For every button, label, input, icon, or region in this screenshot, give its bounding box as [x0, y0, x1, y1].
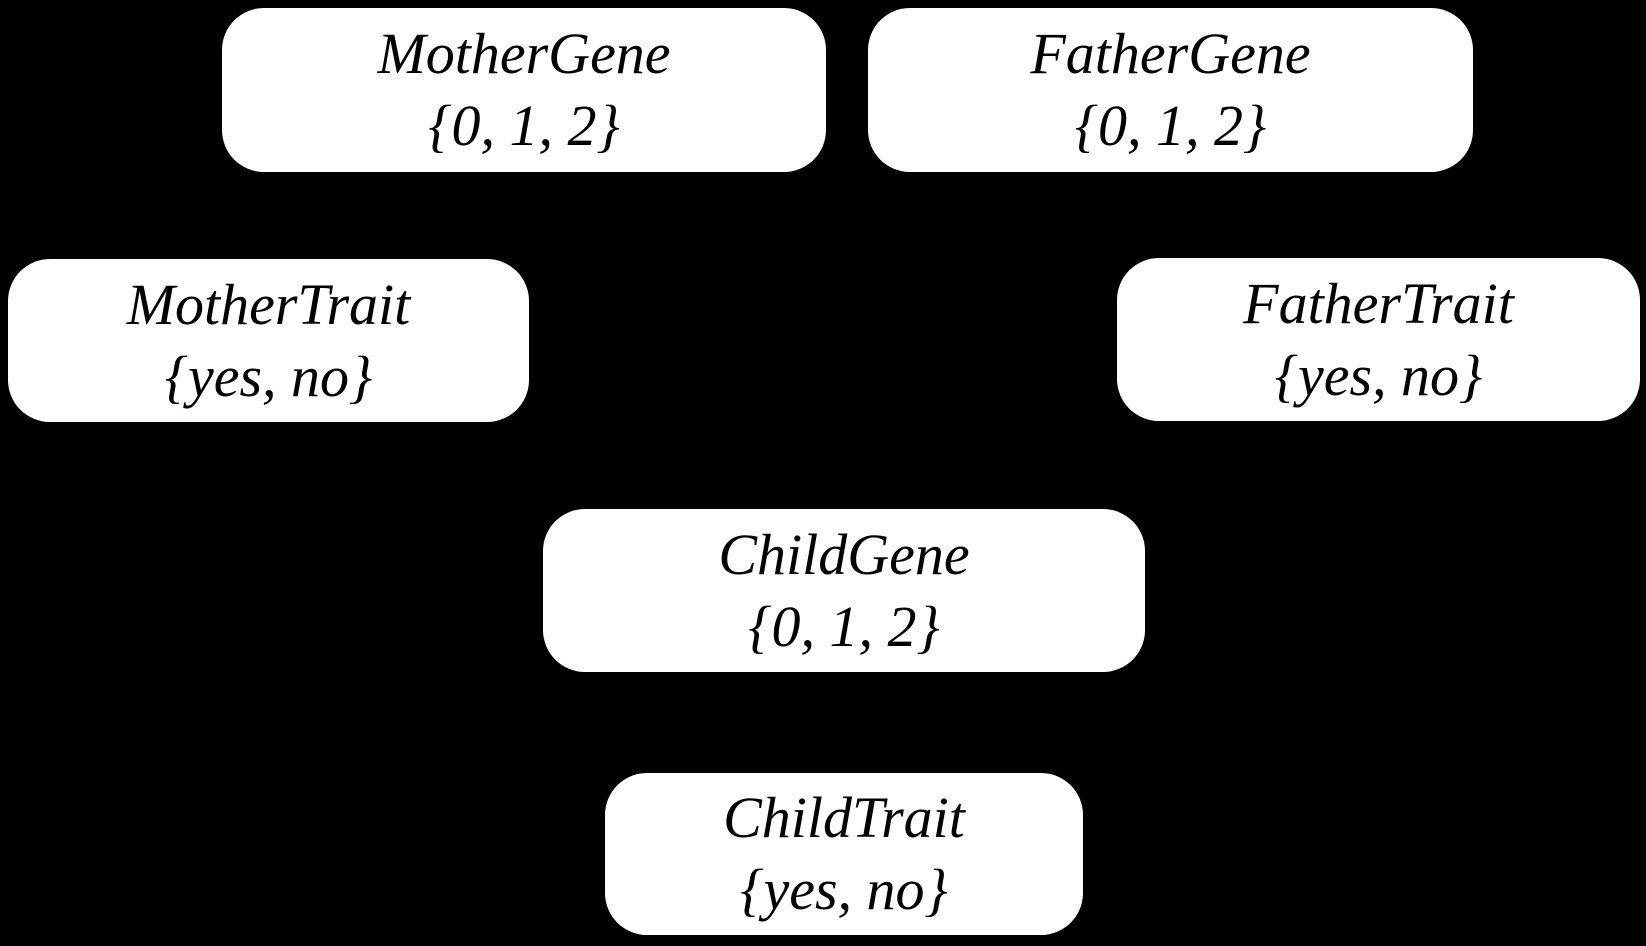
node-title: MotherGene: [377, 21, 671, 87]
node-child-trait: ChildTrait{yes, no}: [605, 773, 1083, 935]
node-domain-values: {yes, no}: [1274, 342, 1483, 408]
node-domain-values: {0, 1, 2}: [428, 93, 620, 158]
node-title: MotherTrait: [126, 271, 411, 337]
node-title: FatherGene: [1030, 21, 1311, 87]
node-mother-trait: MotherTrait{yes, no}: [8, 259, 529, 422]
node-domain-values: {0, 1, 2}: [1074, 93, 1267, 158]
node-title: ChildTrait: [723, 785, 965, 851]
node-title: ChildGene: [718, 521, 970, 587]
node-father-trait: FatherTrait{yes, no}: [1117, 258, 1640, 421]
node-child-gene: ChildGene{0, 1, 2}: [543, 509, 1145, 672]
node-father-gene: FatherGene{0, 1, 2}: [868, 8, 1473, 172]
node-mother-gene: MotherGene{0, 1, 2}: [222, 8, 826, 172]
node-title: FatherTrait: [1243, 270, 1514, 336]
node-domain-values: {yes, no}: [164, 343, 373, 409]
node-domain-values: {0, 1, 2}: [748, 593, 940, 659]
node-domain-values: {yes, no}: [740, 857, 948, 922]
